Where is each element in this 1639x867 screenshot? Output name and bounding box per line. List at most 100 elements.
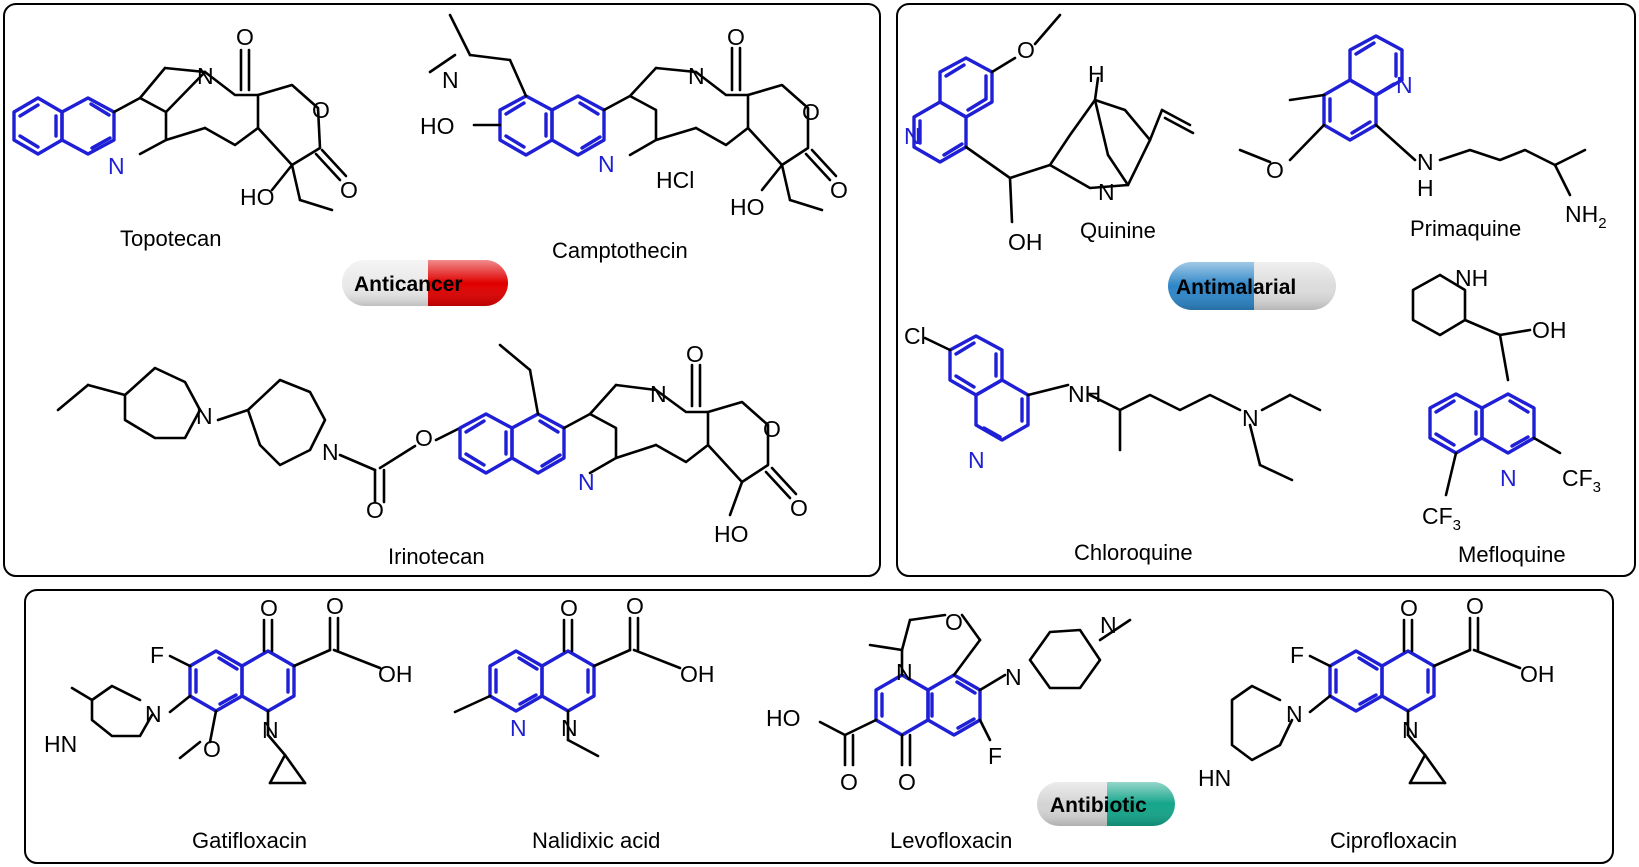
quinine-label: Quinine (1080, 218, 1156, 243)
ciprofloxacin-n1: N (1402, 717, 1419, 743)
levofloxacin-o-keto: O (898, 769, 916, 795)
irinotecan-o-ester: O (415, 425, 433, 451)
topotecan-o3: O (340, 177, 358, 203)
quinine-h: H (1088, 61, 1105, 87)
nalidixic-n-ring: N (510, 715, 527, 741)
gatifloxacin-hn: HN (44, 731, 77, 757)
camptothecin-ho-phenol: HO (420, 113, 455, 139)
gatifloxacin-structure: O O OH F N HN N O Gatifloxacin (44, 593, 413, 853)
camptothecin-n-dimethyl: N (442, 67, 459, 93)
camptothecin-n2: N (688, 63, 705, 89)
irinotecan-o2: O (763, 416, 781, 442)
antibiotic-panel (24, 589, 1614, 864)
levofloxacin-structure: O N N N F O O HO Levofloxacin (766, 609, 1132, 853)
camptothecin-label: Camptothecin (552, 238, 688, 263)
camptothecin-n1: N (598, 151, 615, 177)
topotecan-o2: O (312, 97, 330, 123)
irinotecan-ho: HO (714, 521, 749, 547)
gatifloxacin-label: Gatifloxacin (192, 828, 307, 853)
nalidixic-o-acid: O (626, 593, 644, 619)
gatifloxacin-n1: N (262, 717, 279, 743)
topotecan-ho: HO (240, 184, 275, 210)
topotecan-structure: N N O O O HO Topotecan (12, 24, 358, 251)
ciprofloxacin-o-keto: O (1400, 595, 1418, 621)
mefloquine-cf3-b: CF3 (1422, 503, 1461, 534)
chloroquine-nh: NH (1068, 381, 1101, 407)
primaquine-o: O (1266, 157, 1284, 183)
topotecan-o1: O (236, 24, 254, 50)
mefloquine-oh: OH (1532, 317, 1567, 343)
chloroquine-n-quinoline: N (968, 447, 985, 473)
ciprofloxacin-structure: O O OH F N HN N Ciprofloxacin (1198, 593, 1555, 853)
ciprofloxacin-label: Ciprofloxacin (1330, 828, 1457, 853)
mefloquine-n-quinoline: N (1500, 465, 1517, 491)
anticancer-label: Anticancer (354, 273, 463, 296)
anticancer-capsule: Anticancer (342, 260, 508, 306)
nalidixic-oh: OH (680, 661, 715, 687)
nalidixic-n1: N (561, 715, 578, 741)
levofloxacin-n1: N (896, 659, 913, 685)
camptothecin-o1: O (727, 24, 745, 50)
mefloquine-label: Mefloquine (1458, 542, 1566, 567)
ciprofloxacin-hn: HN (1198, 765, 1231, 791)
nalidixic-acid-label: Nalidixic acid (532, 828, 660, 853)
irinotecan-structure: N N O O N N O O O HO Irinotecan (56, 341, 808, 569)
irinotecan-o3: O (790, 495, 808, 521)
irinotecan-o1: O (686, 341, 704, 367)
gatifloxacin-o-acid: O (326, 593, 344, 619)
antibiotic-capsule: Antibiotic (1037, 782, 1175, 826)
levofloxacin-o-ring: O (945, 609, 963, 635)
irinotecan-label: Irinotecan (388, 544, 485, 569)
irinotecan-o-carbonyl: O (366, 497, 384, 523)
antimalarial-label: Antimalarial (1176, 276, 1296, 299)
irinotecan-n-pip2: N (322, 439, 339, 465)
primaquine-nh-h: H (1417, 175, 1434, 201)
primaquine-n-quinoline: N (1396, 72, 1413, 98)
levofloxacin-o-acid: O (840, 769, 858, 795)
gatifloxacin-o-keto: O (260, 595, 278, 621)
chloroquine-structure: Cl N NH N Chloroquine (904, 323, 1322, 565)
ciprofloxacin-f: F (1290, 642, 1304, 668)
camptothecin-ho: HO (730, 194, 765, 220)
camptothecin-structure: N HO N N O O O HO HCl Camptothecin (420, 13, 848, 263)
ciprofloxacin-oh: OH (1520, 661, 1555, 687)
ciprofloxacin-n-pip: N (1286, 701, 1303, 727)
primaquine-nh2: NH2 (1565, 201, 1607, 232)
mefloquine-cf3-a: CF3 (1562, 465, 1601, 496)
camptothecin-o3: O (830, 177, 848, 203)
antimalarial-capsule: Antimalarial (1168, 262, 1336, 310)
levofloxacin-ho: HO (766, 705, 801, 731)
nalidixic-acid-structure: O O OH N N Nalidixic acid (453, 593, 715, 853)
quinine-n-bicyclic: N (1098, 179, 1115, 205)
levofloxacin-label: Levofloxacin (890, 828, 1012, 853)
antimalarial-panel (896, 3, 1636, 577)
camptothecin-salt: HCl (656, 167, 694, 193)
anticancer-panel (3, 3, 881, 577)
levofloxacin-f: F (988, 743, 1002, 769)
chloroquine-n-amine: N (1242, 405, 1259, 431)
topotecan-n1: N (108, 153, 125, 179)
ciprofloxacin-o-acid: O (1466, 593, 1484, 619)
levofloxacin-n-pip: N (1005, 664, 1022, 690)
levofloxacin-n-methyl: N (1100, 612, 1117, 638)
quinine-n-quinoline: N (904, 123, 921, 149)
camptothecin-o2: O (802, 99, 820, 125)
primaquine-nh-n: N (1417, 149, 1434, 175)
gatifloxacin-o-methoxy: O (203, 736, 221, 762)
primaquine-label: Primaquine (1410, 216, 1521, 241)
topotecan-n2: N (197, 63, 214, 89)
antibiotic-label: Antibiotic (1050, 794, 1147, 817)
gatifloxacin-f: F (150, 642, 164, 668)
gatifloxacin-oh: OH (378, 661, 413, 687)
quinine-structure: O N H N OH Quinine (904, 13, 1195, 255)
mefloquine-structure: NH OH N CF3 CF3 Mefloquine (1411, 265, 1601, 567)
chloroquine-cl: Cl (904, 323, 926, 349)
nalidixic-o-keto: O (560, 595, 578, 621)
quinine-o-methoxy: O (1017, 37, 1035, 63)
irinotecan-n-pip1: N (196, 403, 213, 429)
mefloquine-nh: NH (1455, 265, 1488, 291)
irinotecan-n1: N (578, 469, 595, 495)
chloroquine-label: Chloroquine (1074, 540, 1193, 565)
irinotecan-n2: N (650, 381, 667, 407)
